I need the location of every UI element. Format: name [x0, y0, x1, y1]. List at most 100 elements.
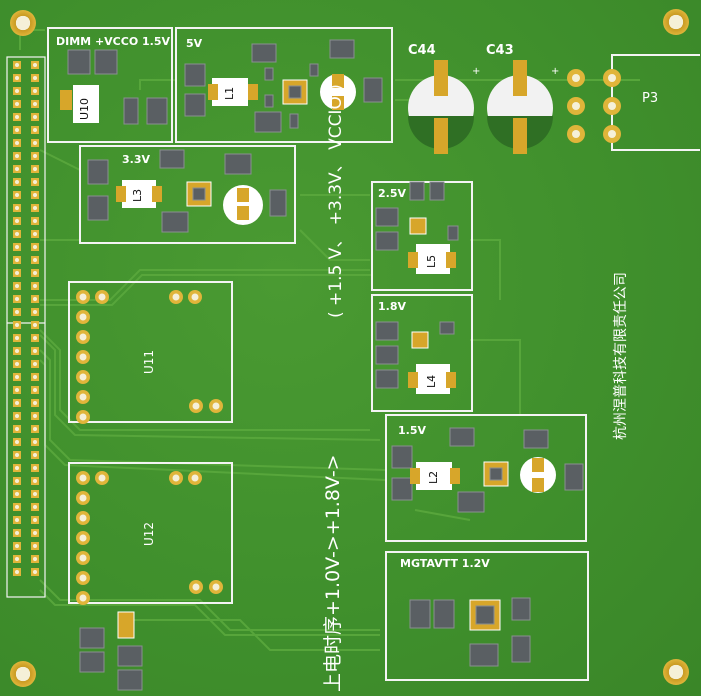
u11-outline	[68, 281, 233, 423]
header-pin-hole	[15, 362, 19, 366]
module-pad-hole	[98, 474, 106, 482]
module-pad-hole	[79, 514, 87, 522]
components	[60, 39, 584, 691]
mount-hole-tr	[663, 9, 689, 35]
header-pin-hole	[15, 414, 19, 418]
header-pin-hole	[15, 466, 19, 470]
module-pads	[76, 290, 223, 605]
header-pin-hole	[15, 76, 19, 80]
header-pin-hole	[15, 258, 19, 262]
module-pad-hole	[79, 474, 87, 482]
module-5v-outline	[175, 27, 393, 143]
3v3-title: 3.3V	[122, 153, 150, 166]
module-pad-hole	[79, 373, 87, 381]
module-pad-hole	[192, 402, 200, 410]
header-pin-hole	[33, 297, 37, 301]
module-pad-hole	[79, 494, 87, 502]
header-pin-hole	[33, 115, 37, 119]
c44-label: C44	[408, 43, 436, 58]
l3-label: L3	[131, 188, 144, 202]
p3-pins	[567, 69, 621, 143]
header-pin-hole	[33, 193, 37, 197]
module-mgt-outline	[385, 551, 589, 681]
header-pin-hole	[33, 570, 37, 574]
header-pin-hole	[15, 232, 19, 236]
header-pin-hole	[33, 440, 37, 444]
c43-label: C43	[486, 43, 514, 58]
header-pin-hole	[15, 219, 19, 223]
header-pin-hole	[33, 349, 37, 353]
header-pin-hole	[15, 349, 19, 353]
module-dimm-outline	[47, 27, 173, 143]
header-pin-hole	[33, 401, 37, 405]
module-pad-hole	[192, 583, 200, 591]
header-pin-hole	[33, 284, 37, 288]
1v5-title: 1.5V	[398, 424, 426, 437]
module-pad-hole	[79, 534, 87, 542]
header-pin-hole	[33, 128, 37, 132]
header-pin-hole	[15, 440, 19, 444]
module-pad-hole	[172, 293, 180, 301]
header-pin-hole	[15, 375, 19, 379]
header-pin-hole	[15, 388, 19, 392]
header-pin-hole	[33, 206, 37, 210]
header-pin-hole	[15, 518, 19, 522]
l4-label: L4	[425, 374, 438, 388]
header-pin-hole	[33, 336, 37, 340]
header-pin-hole	[15, 63, 19, 67]
header-pin-hole	[15, 193, 19, 197]
header-pin-hole	[33, 531, 37, 535]
mount-hole-bl	[10, 661, 36, 687]
header-pin-hole	[15, 336, 19, 340]
header-pin-hole	[33, 518, 37, 522]
header-pin-hole	[15, 141, 19, 145]
module-pad-hole	[191, 474, 199, 482]
header-pin-hole	[33, 479, 37, 483]
header-pin-hole	[33, 557, 37, 561]
module-pad-hole	[79, 313, 87, 321]
header-pin-hole	[33, 544, 37, 548]
svg-text:+: +	[472, 66, 480, 77]
header-pin-hole	[15, 154, 19, 158]
header-pin-hole	[33, 375, 37, 379]
u12-label: U12	[142, 521, 156, 546]
header-pin-hole	[33, 167, 37, 171]
l2-label: L2	[427, 470, 440, 484]
module-pad-hole	[79, 554, 87, 562]
module-pad-hole	[212, 402, 220, 410]
header-pin-hole	[33, 141, 37, 145]
module-pad-hole	[79, 594, 87, 602]
sequence-text: 上电时序+1.0V->+1.8V->	[322, 454, 344, 692]
header-pin-hole	[15, 310, 19, 314]
vccio-text: ( +1.5 V、 +3.3V、 VCCIO )	[326, 84, 346, 318]
module-pad-hole	[172, 474, 180, 482]
module-pad-hole	[191, 293, 199, 301]
l1-label: L1	[223, 86, 236, 100]
header-pin-hole	[33, 76, 37, 80]
header-pin-hole	[33, 219, 37, 223]
header-pin-hole	[15, 323, 19, 327]
header-pin-hole	[15, 245, 19, 249]
module-pad-hole	[98, 293, 106, 301]
module-pad-hole	[79, 293, 87, 301]
company-text: 杭州涅普科技有限责任公司	[613, 272, 629, 440]
u11-label: U11	[142, 349, 156, 374]
cap-c44	[408, 60, 474, 154]
header-connector	[6, 56, 46, 598]
module-1v5-outline	[385, 414, 587, 542]
p3-label: P3	[642, 91, 659, 106]
header-pin-hole	[33, 102, 37, 106]
header-pin-hole	[33, 154, 37, 158]
header-pin-hole	[15, 479, 19, 483]
header-pin-hole	[33, 453, 37, 457]
module-pad-hole	[79, 413, 87, 421]
header-pin-hole	[33, 427, 37, 431]
2v5-title: 2.5V	[378, 187, 406, 200]
header-pin-hole	[15, 453, 19, 457]
header-pin-hole	[15, 401, 19, 405]
header-pin-hole	[15, 531, 19, 535]
header-pin-hole	[33, 232, 37, 236]
header-pin-hole	[33, 414, 37, 418]
mount-hole-br	[663, 659, 689, 685]
